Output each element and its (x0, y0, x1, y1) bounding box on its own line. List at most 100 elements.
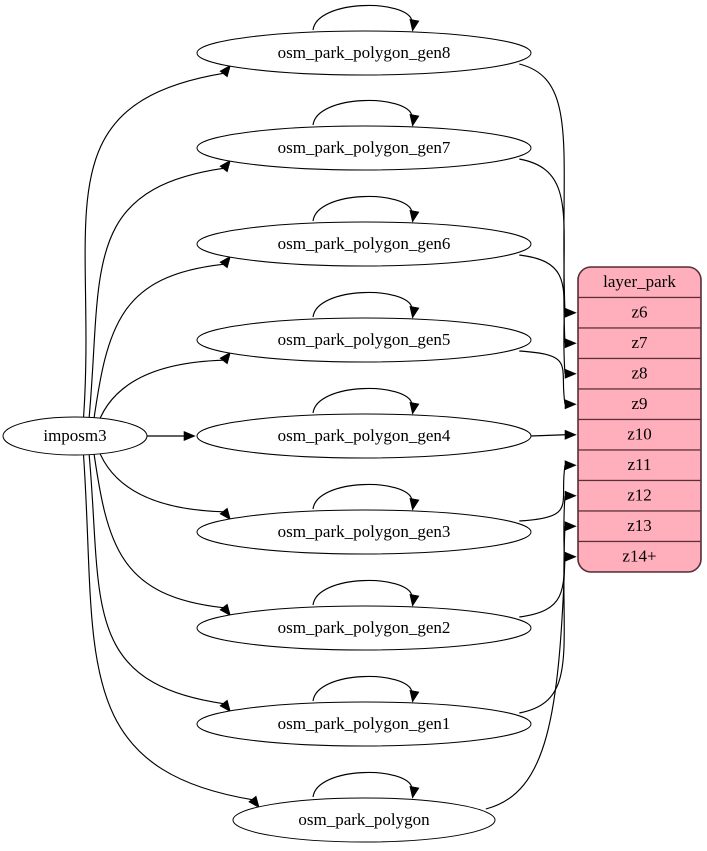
arrowhead-selfloop-poly (409, 785, 420, 799)
arrowhead-selfloop-gen3 (409, 497, 420, 511)
table-row-z8-label: z8 (631, 364, 647, 383)
node-imposm3[interactable]: imposm3 (2, 416, 148, 456)
selfloop-gen5 (312, 291, 413, 318)
poly-label: osm_park_polygon (298, 810, 430, 829)
selfloop-gen4 (312, 387, 413, 414)
table-row-z10-rect (578, 418, 701, 451)
arrowhead-gen2-to-z12 (564, 490, 577, 501)
table-row-z14plus-rect (578, 540, 701, 572)
table-row-z9-label: z9 (631, 394, 647, 413)
arrowhead-gen6-to-z8 (564, 368, 577, 379)
gen3-ellipse (196, 509, 532, 555)
gen5-label: osm_park_polygon_gen5 (278, 330, 451, 349)
node-gen8[interactable]: osm_park_polygon_gen8 (196, 30, 532, 76)
nodes-layer: imposm3 osm_park_polygon_gen8 osm_park_pol… (2, 30, 532, 843)
gen3-label: osm_park_polygon_gen3 (278, 522, 451, 541)
edge-gen5-to-z9 (519, 350, 566, 405)
edge-gen7-to-z7 (519, 158, 566, 344)
arrowhead-imposm3-to-gen6 (219, 255, 231, 269)
selfloop-gen1 (312, 675, 413, 702)
gen7-ellipse (196, 125, 532, 171)
gen5-ellipse (196, 317, 532, 363)
table-row-z12-label: z12 (627, 486, 652, 505)
edge-imposm3-to-gen3 (95, 441, 225, 513)
edge-imposm3-to-gen1 (88, 450, 225, 705)
table-row-z6[interactable]: z6 (578, 296, 701, 329)
arrowhead-imposm3-to-gen1 (219, 699, 231, 713)
edge-gen3-to-z11 (519, 465, 566, 522)
edge-imposm3-to-gen5 (95, 359, 225, 431)
node-gen3[interactable]: osm_park_polygon_gen3 (196, 509, 532, 555)
arrowhead-imposm3-to-gen2 (219, 603, 231, 617)
arrowhead-selfloop-gen2 (409, 593, 420, 607)
gen1-label: osm_park_polygon_gen1 (278, 714, 451, 733)
table-row-z12-rect (578, 479, 701, 512)
selfloop-gen3 (312, 483, 413, 510)
arrowhead-imposm3-to-gen4 (183, 430, 196, 442)
table-row-z13-label: z13 (627, 516, 652, 535)
arrowhead-imposm3-to-gen7 (219, 159, 231, 173)
gen2-label: osm_park_polygon_gen2 (278, 618, 451, 637)
table-row-z6-label: z6 (631, 303, 647, 322)
gen4-label: osm_park_polygon_gen4 (278, 426, 451, 445)
node-gen7[interactable]: osm_park_polygon_gen7 (196, 125, 532, 171)
node-gen1[interactable]: osm_park_polygon_gen1 (196, 701, 532, 747)
edge-imposm3-to-gen7 (88, 167, 225, 422)
gen4-ellipse (196, 413, 532, 459)
node-poly[interactable]: osm_park_polygon (232, 797, 496, 843)
table-row-z13[interactable]: z13 (578, 510, 701, 543)
arrowhead-selfloop-gen5 (409, 305, 420, 319)
table-header-layer-park[interactable]: layer_park (578, 267, 701, 299)
arrowhead-imposm3-to-gen3 (219, 507, 231, 521)
arrowhead-selfloop-gen7 (409, 113, 420, 127)
table-row-z7-rect (578, 327, 701, 360)
gen1-ellipse (196, 701, 532, 747)
table-row-z7[interactable]: z7 (578, 327, 701, 360)
gen6-label: osm_park_polygon_gen6 (278, 234, 451, 253)
imposm3-label: imposm3 (43, 426, 106, 445)
table-row-z12[interactable]: z12 (578, 479, 701, 512)
gen6-ellipse (196, 221, 532, 267)
arrowhead-imposm3-to-gen5 (219, 351, 231, 365)
edge-gen2-to-z12 (519, 495, 566, 618)
arrowhead-selfloop-gen4 (409, 401, 420, 415)
arrowhead-gen4-to-z10 (564, 429, 577, 440)
arrowhead-selfloop-gen6 (409, 209, 420, 223)
arrowhead-gen1-to-z13 (564, 521, 577, 532)
table-row-z8[interactable]: z8 (578, 357, 701, 390)
arrowhead-poly-to-z14+ (564, 551, 577, 562)
imposm3-ellipse (2, 416, 148, 456)
gen8-label: osm_park_polygon_gen8 (278, 43, 451, 62)
table-outline (577, 266, 702, 573)
arrowhead-gen3-to-z11 (564, 460, 577, 471)
gen7-label: osm_park_polygon_gen7 (278, 138, 451, 157)
arrowhead-selfloop-gen8 (409, 18, 420, 32)
selfloop-gen7 (312, 99, 413, 126)
node-gen4[interactable]: osm_park_polygon_gen4 (196, 413, 532, 459)
selfloop-gen6 (312, 195, 413, 222)
table-row-z11[interactable]: z11 (578, 449, 701, 482)
gen2-ellipse (196, 605, 532, 651)
node-gen6[interactable]: osm_park_polygon_gen6 (196, 221, 532, 267)
table-header-layer-park-label: layer_park (603, 272, 676, 291)
table-row-z9-rect (578, 388, 701, 421)
table-row-z9[interactable]: z9 (578, 388, 701, 421)
arrowhead-gen5-to-z9 (564, 399, 577, 410)
node-gen5[interactable]: osm_park_polygon_gen5 (196, 317, 532, 363)
edge-imposm3-to-gen6 (92, 263, 225, 426)
arrowhead-gen8-to-z6 (564, 307, 577, 318)
edge-imposm3-to-poly (82, 453, 254, 801)
table-row-z14plus-label: z14+ (622, 547, 656, 566)
node-gen2[interactable]: osm_park_polygon_gen2 (196, 605, 532, 651)
table-row-z6-rect (578, 296, 701, 329)
table-row-z14plus[interactable]: z14+ (578, 540, 701, 573)
table-row-z10[interactable]: z10 (578, 418, 701, 451)
table-row-z7-label: z7 (631, 333, 648, 352)
table-row-z13-rect (578, 510, 701, 543)
selfloop-gen2 (312, 579, 413, 606)
